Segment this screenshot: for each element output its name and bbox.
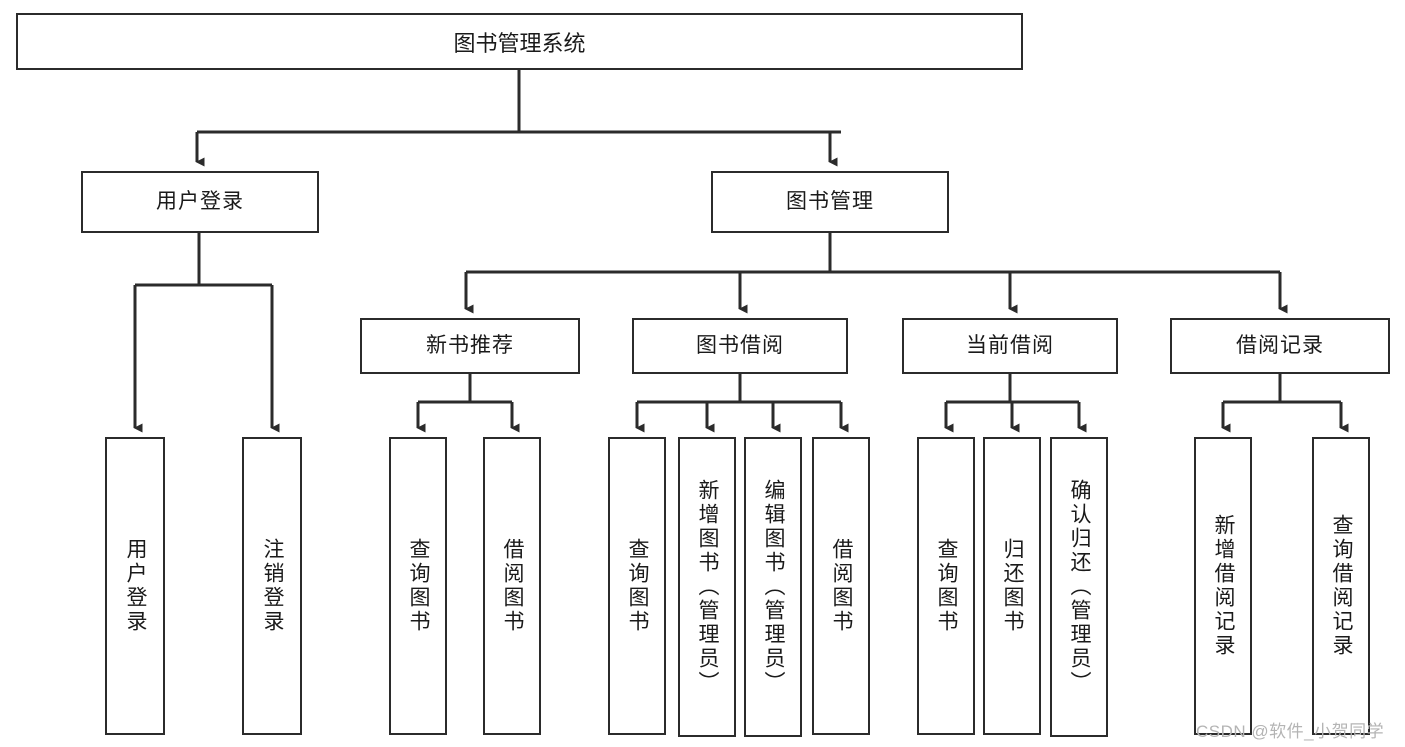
node-current-borrow-label: 当前借阅 bbox=[966, 334, 1054, 358]
node-leaf-logout[interactable]: 注销登录 bbox=[242, 437, 302, 735]
node-leaf-add-book[interactable]: 新增图书（管理员） bbox=[678, 437, 736, 737]
node-leaf-return-book-label: 归还图书 bbox=[1001, 538, 1024, 634]
node-leaf-logout-label: 注销登录 bbox=[261, 538, 284, 634]
node-book-manage[interactable]: 图书管理 bbox=[711, 171, 949, 233]
node-leaf-user-login[interactable]: 用户登录 bbox=[105, 437, 165, 735]
node-leaf-query-book-3-label: 查询图书 bbox=[935, 538, 958, 634]
node-leaf-add-record-label: 新增借阅记录 bbox=[1212, 514, 1235, 658]
node-leaf-query-record[interactable]: 查询借阅记录 bbox=[1312, 437, 1370, 735]
node-new-book-recommend[interactable]: 新书推荐 bbox=[360, 318, 580, 374]
node-current-borrow[interactable]: 当前借阅 bbox=[902, 318, 1118, 374]
node-borrow-record-label: 借阅记录 bbox=[1236, 334, 1324, 358]
node-user-login-label: 用户登录 bbox=[156, 190, 244, 214]
node-leaf-confirm-return[interactable]: 确认归还（管理员） bbox=[1050, 437, 1108, 737]
node-leaf-edit-book-label: 编辑图书（管理员） bbox=[762, 479, 785, 695]
node-user-login[interactable]: 用户登录 bbox=[81, 171, 319, 233]
node-leaf-query-record-label: 查询借阅记录 bbox=[1330, 514, 1353, 658]
node-leaf-borrow-book-2-label: 借阅图书 bbox=[830, 538, 853, 634]
node-borrow-record[interactable]: 借阅记录 bbox=[1170, 318, 1390, 374]
node-leaf-add-record[interactable]: 新增借阅记录 bbox=[1194, 437, 1252, 735]
node-leaf-borrow-book-1[interactable]: 借阅图书 bbox=[483, 437, 541, 735]
node-book-manage-label: 图书管理 bbox=[786, 190, 874, 214]
node-leaf-query-book-1-label: 查询图书 bbox=[407, 538, 430, 634]
node-leaf-query-book-2-label: 查询图书 bbox=[626, 538, 649, 634]
node-root-label: 图书管理系统 bbox=[453, 30, 586, 56]
node-leaf-query-book-3[interactable]: 查询图书 bbox=[917, 437, 975, 735]
node-leaf-add-book-label: 新增图书（管理员） bbox=[696, 479, 719, 695]
node-leaf-return-book[interactable]: 归还图书 bbox=[983, 437, 1041, 735]
node-leaf-user-login-label: 用户登录 bbox=[124, 538, 147, 634]
node-leaf-query-book-2[interactable]: 查询图书 bbox=[608, 437, 666, 735]
node-book-borrow[interactable]: 图书借阅 bbox=[632, 318, 848, 374]
node-leaf-edit-book[interactable]: 编辑图书（管理员） bbox=[744, 437, 802, 737]
node-leaf-borrow-book-1-label: 借阅图书 bbox=[501, 538, 524, 634]
node-leaf-confirm-return-label: 确认归还（管理员） bbox=[1068, 479, 1091, 695]
node-root[interactable]: 图书管理系统 bbox=[16, 13, 1023, 70]
node-leaf-query-book-1[interactable]: 查询图书 bbox=[389, 437, 447, 735]
node-leaf-borrow-book-2[interactable]: 借阅图书 bbox=[812, 437, 870, 735]
node-new-book-recommend-label: 新书推荐 bbox=[426, 334, 514, 358]
watermark: CSDN @软件_小贺同学 bbox=[1196, 722, 1385, 741]
node-book-borrow-label: 图书借阅 bbox=[696, 334, 784, 358]
